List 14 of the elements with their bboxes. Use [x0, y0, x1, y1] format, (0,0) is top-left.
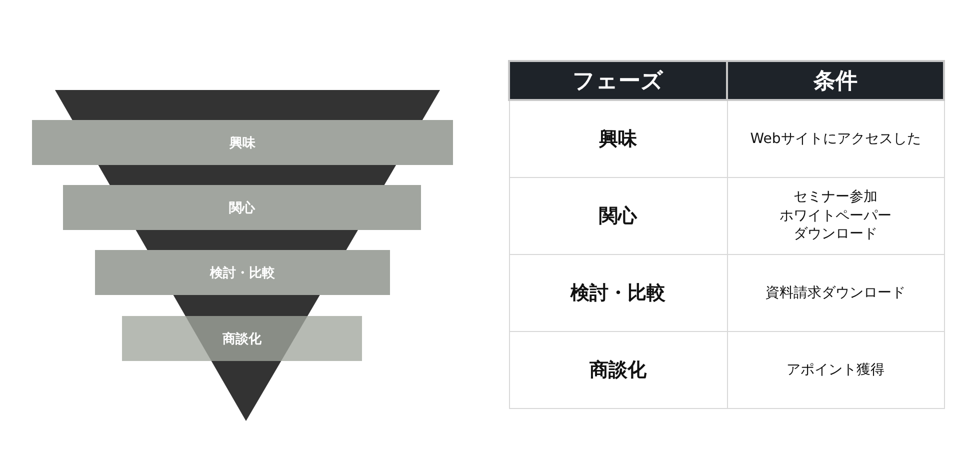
funnel-band: 商談化 [122, 316, 362, 361]
phase-name: 興味 [509, 100, 727, 178]
condition-text: セミナー参加ホワイトペーパーダウンロード [727, 178, 944, 254]
phase-name: 関心 [509, 178, 727, 254]
condition-text: 資料請求ダウンロード [727, 254, 944, 332]
condition-text: Webサイトにアクセスした [727, 100, 944, 178]
funnel-band: 関心 [63, 185, 421, 230]
phase-name: 検討・比較 [509, 254, 727, 332]
column-header: 条件 [727, 61, 944, 100]
column-header: フェーズ [509, 61, 727, 100]
phase-name: 商談化 [509, 332, 727, 408]
funnel-band: 検討・比較 [95, 250, 390, 295]
condition-text: アポイント獲得 [727, 332, 944, 408]
funnel-band: 興味 [32, 120, 453, 165]
